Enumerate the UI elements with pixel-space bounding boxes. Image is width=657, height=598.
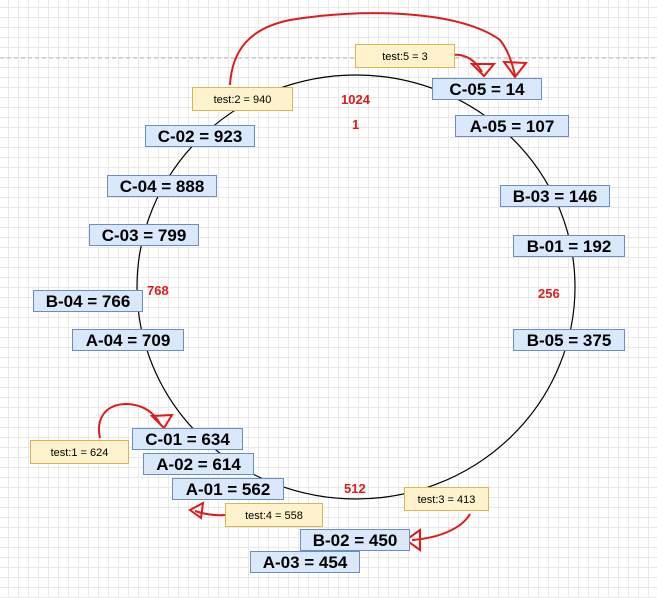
node-c-05[interactable]: C-05 = 14 bbox=[432, 78, 542, 100]
arrow-test1-head bbox=[149, 413, 174, 430]
arrow-test5-head bbox=[469, 63, 497, 78]
node-a-03[interactable]: A-03 = 454 bbox=[250, 551, 360, 573]
test-key-3[interactable]: test:3 = 413 bbox=[404, 487, 489, 511]
node-b-01[interactable]: B-01 = 192 bbox=[513, 235, 625, 257]
node-b-03[interactable]: B-03 = 146 bbox=[500, 185, 610, 207]
node-c-01[interactable]: C-01 = 634 bbox=[132, 428, 243, 450]
node-a-02[interactable]: A-02 = 614 bbox=[143, 453, 254, 475]
ring-mark-256: 256 bbox=[538, 286, 560, 301]
test-key-4[interactable]: test:4 = 558 bbox=[225, 503, 323, 527]
node-c-04[interactable]: C-04 = 888 bbox=[107, 175, 217, 197]
node-a-04[interactable]: A-04 = 709 bbox=[72, 329, 184, 351]
node-c-02[interactable]: C-02 = 923 bbox=[145, 125, 255, 147]
arrow-test2-to-c05 bbox=[229, 12, 516, 86]
arrow-test4-to-a01 bbox=[194, 510, 226, 517]
arrow-test4-head bbox=[188, 501, 205, 520]
ring-mark-1: 1 bbox=[352, 117, 360, 132]
node-a-05[interactable]: A-05 = 107 bbox=[455, 115, 569, 137]
node-a-01[interactable]: A-01 = 562 bbox=[172, 478, 284, 500]
arrow-test2-head bbox=[501, 60, 528, 79]
test-key-5[interactable]: test:5 = 3 bbox=[355, 44, 455, 68]
arrow-test3-head bbox=[404, 528, 421, 552]
ring-mark-512: 512 bbox=[344, 481, 366, 496]
arrow-test1-to-c01 bbox=[98, 402, 161, 439]
test-key-2[interactable]: test:2 = 940 bbox=[192, 87, 293, 111]
node-b-02[interactable]: B-02 = 450 bbox=[300, 529, 410, 551]
test-key-1[interactable]: test:1 = 624 bbox=[30, 440, 129, 464]
hash-ring bbox=[136, 74, 576, 500]
ring-mark-768: 768 bbox=[147, 283, 169, 298]
node-b-05[interactable]: B-05 = 375 bbox=[513, 329, 625, 351]
node-c-03[interactable]: C-03 = 799 bbox=[89, 224, 199, 246]
node-b-04[interactable]: B-04 = 766 bbox=[33, 290, 143, 312]
ring-mark-1024: 1024 bbox=[341, 92, 370, 107]
